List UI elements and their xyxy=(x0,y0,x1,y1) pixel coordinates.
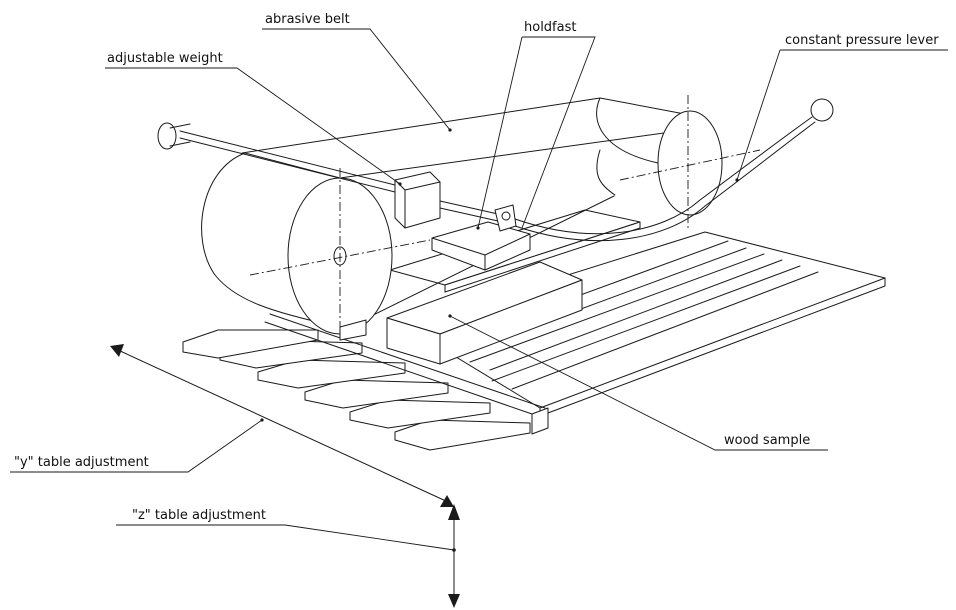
leader-lines xyxy=(10,28,948,551)
y-arrowhead-left xyxy=(110,344,124,357)
holdfast xyxy=(431,204,531,271)
label-y-table-adjustment: "y" table adjustment xyxy=(14,455,149,470)
adjustable-weight xyxy=(394,171,441,229)
y-arrow xyxy=(110,344,454,507)
z-arrow xyxy=(448,504,460,608)
label-z-table-adjustment: "z" table adjustment xyxy=(132,508,266,523)
table-slats xyxy=(182,313,549,451)
pressure-lever xyxy=(157,98,834,242)
label-adjustable-weight: adjustable weight xyxy=(107,51,223,66)
z-arrowhead-up xyxy=(448,504,460,520)
wood-sample-block xyxy=(386,261,583,365)
center-lines xyxy=(249,95,761,340)
label-abrasive-belt: abrasive belt xyxy=(265,12,350,27)
y-arrowhead-right xyxy=(440,495,454,507)
z-arrowhead-down xyxy=(448,594,460,608)
label-wood-sample: wood sample xyxy=(724,433,810,448)
label-constant-pressure-lever: constant pressure lever xyxy=(785,33,939,48)
label-holdfast: holdfast xyxy=(524,20,576,35)
